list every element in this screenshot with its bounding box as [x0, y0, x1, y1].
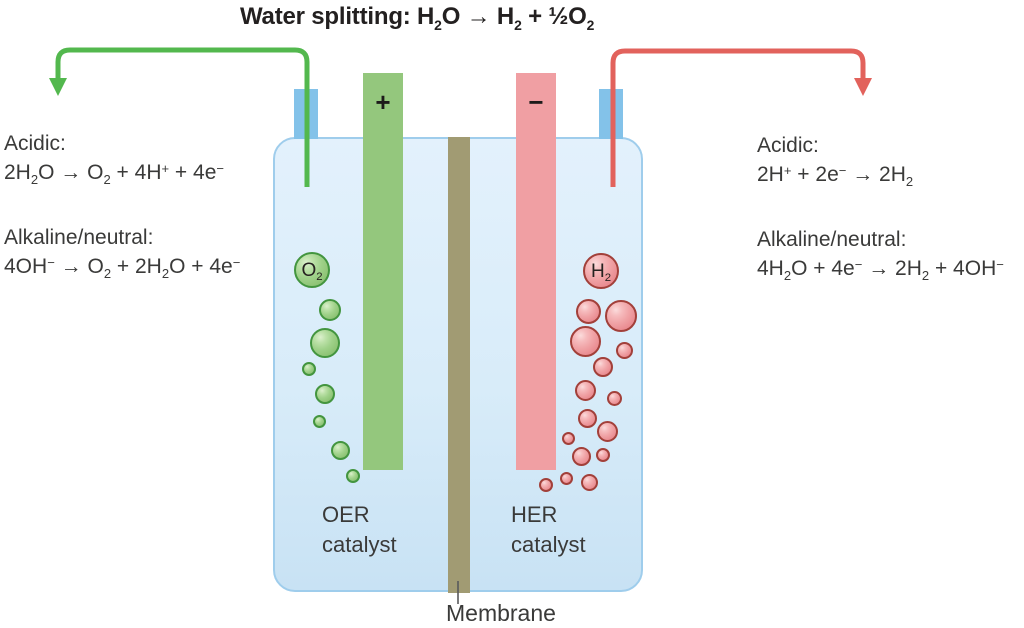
- oer-catalyst-line1: OER: [322, 502, 370, 527]
- h2-bubble: [593, 357, 613, 377]
- red-arrowhead-icon: [854, 78, 872, 96]
- h2-bubble: [596, 420, 618, 442]
- anode-electrode: +: [363, 73, 403, 470]
- oer-acidic-equation: 2H2O → O2 + 4H+ + 4e−: [4, 161, 224, 187]
- h2-bubble: [574, 379, 596, 401]
- left-terminal-tab: [294, 89, 318, 139]
- h2-bubble: [575, 298, 601, 324]
- oer-reactions-block: Acidic: 2H2O → O2 + 4H+ + 4e− Alkaline/n…: [4, 129, 240, 281]
- o2-bubble: [302, 362, 316, 376]
- o2-bubble: [315, 384, 335, 404]
- oer-catalyst-line2: catalyst: [322, 532, 397, 557]
- h2-bubble: [606, 390, 622, 406]
- oer-catalyst-label: OER catalyst: [322, 500, 397, 560]
- h2-bubble: [615, 341, 633, 359]
- diagram-title: Water splitting: H2O → H2 + ½O2: [240, 3, 595, 33]
- o2-bubble: [310, 328, 340, 358]
- o2-bubble-label: O2: [301, 259, 323, 284]
- oer-acidic-label: Acidic:: [4, 132, 66, 155]
- her-acidic-equation: 2H+ + 2e− → 2H2: [757, 163, 914, 189]
- h2-bubble: [539, 478, 553, 492]
- her-acidic-label: Acidic:: [757, 134, 819, 157]
- plus-sign: +: [375, 87, 391, 117]
- o2-bubble: [346, 469, 360, 483]
- h2-bubble: [596, 448, 610, 462]
- membrane-label: Membrane: [446, 600, 556, 626]
- h2-bubble-label: H2: [590, 260, 612, 285]
- oer-alkaline-equation: 4OH− → O2 + 2H2O + 4e−: [4, 255, 241, 281]
- her-catalyst-line1: HER: [511, 502, 558, 527]
- her-reactions-block: Acidic: 2H+ + 2e− → 2H2 Alkaline/neutral…: [757, 131, 1004, 283]
- h2-bubble-labeled: H2: [583, 253, 619, 289]
- h2-bubble: [605, 300, 637, 332]
- o2-bubble-labeled: O2: [294, 252, 330, 288]
- h2-bubble: [559, 471, 573, 485]
- cathode-electrode: −: [516, 73, 556, 470]
- minus-sign: −: [528, 87, 544, 117]
- her-catalyst-line2: catalyst: [511, 532, 586, 557]
- h2-bubble: [561, 431, 575, 445]
- green-arrowhead-icon: [49, 78, 67, 96]
- oer-alkaline-label: Alkaline/neutral:: [4, 226, 154, 249]
- membrane-bar: [448, 137, 470, 593]
- her-alkaline-label: Alkaline/neutral:: [757, 228, 907, 251]
- h2-bubble: [569, 325, 601, 357]
- o2-bubble: [319, 299, 341, 321]
- her-alkaline-equation: 4H2O + 4e− → 2H2 + 4OH−: [757, 257, 1004, 283]
- h2-bubble: [580, 473, 598, 491]
- o2-bubble: [330, 440, 350, 460]
- h2-bubble: [577, 408, 597, 428]
- her-catalyst-label: HER catalyst: [511, 500, 586, 560]
- h2-bubble: [571, 446, 591, 466]
- right-terminal-tab: [599, 89, 623, 139]
- o2-bubble: [312, 414, 326, 428]
